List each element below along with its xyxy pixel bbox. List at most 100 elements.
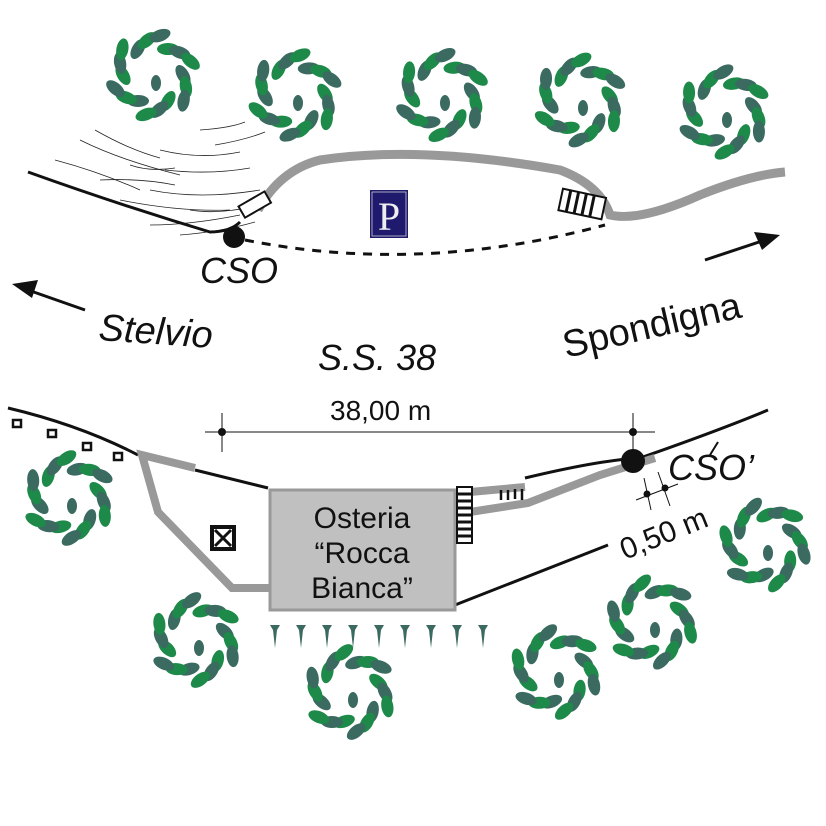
tree-leaf <box>683 81 696 104</box>
distance-38m-label: 38,00 m <box>330 395 431 426</box>
tree-leaf <box>748 84 769 100</box>
tree-icon <box>607 574 697 670</box>
tree-leaf <box>92 468 113 484</box>
tree-leaf <box>177 89 190 112</box>
svg-text:P: P <box>378 194 400 239</box>
tree-leaf <box>726 567 749 581</box>
cso-prime-pointer <box>709 441 719 456</box>
tree-leaf <box>27 469 40 492</box>
shrub-icon <box>348 625 358 648</box>
tree-leaf <box>61 530 82 546</box>
tree-leaf <box>289 48 311 63</box>
tree-leaf <box>571 52 592 68</box>
stairs-building <box>456 486 473 544</box>
cso-prime-label: CSO’ <box>668 447 755 488</box>
tree-leaf <box>607 600 620 622</box>
tree-leaf <box>226 645 239 668</box>
tree-leaf <box>257 59 270 82</box>
tree-leaf <box>744 497 762 516</box>
tree-leaf <box>679 124 700 140</box>
tree-leaf <box>135 107 157 122</box>
tree-leaf <box>515 691 537 706</box>
tree-leaf <box>182 592 202 609</box>
tree-leaf <box>217 609 239 624</box>
tree-leaf <box>468 69 488 86</box>
tree-leaf <box>322 71 342 88</box>
tree-leaf <box>633 574 652 593</box>
tree-leaf <box>797 543 811 565</box>
tree-leaf <box>468 106 481 129</box>
tree-trunk <box>554 672 564 688</box>
tree-leaf <box>587 673 601 696</box>
tree-leaf <box>713 64 734 80</box>
tree-icon <box>248 48 342 142</box>
stelvio-label: Stelvio <box>97 307 214 357</box>
tree-icon <box>106 28 200 122</box>
tree-leaf <box>605 73 626 89</box>
tree-icon <box>396 47 488 143</box>
dashed-sewer-line <box>244 223 606 256</box>
tree-leaf <box>248 102 268 119</box>
tree-leaf <box>554 702 574 720</box>
tree-leaf <box>434 47 456 63</box>
cso-prime-manhole <box>621 449 645 473</box>
tree-icon <box>306 644 394 740</box>
boundary-line <box>454 543 609 607</box>
parking-sign: P <box>370 190 408 239</box>
tree-leaf <box>308 710 330 724</box>
tree-trunk <box>151 75 161 91</box>
tree-icon <box>153 592 239 688</box>
tree-trunk <box>293 95 303 111</box>
tree-leaf <box>752 120 765 143</box>
spondigna-label: Spondigna <box>559 285 746 367</box>
building-name-line3: Bianca” <box>311 572 413 605</box>
dimension-38m <box>205 413 655 460</box>
fence-posts <box>11 418 124 462</box>
tree-trunk <box>194 640 204 656</box>
shrub-icon <box>452 625 462 648</box>
tree-leaf <box>607 110 620 133</box>
tree-leaf <box>346 723 366 740</box>
tree-leaf <box>568 132 589 148</box>
tree-leaf <box>320 108 333 131</box>
shrub-row <box>270 625 488 648</box>
tree-leaf <box>428 127 450 143</box>
tree-leaf <box>684 622 697 644</box>
tree-leaf <box>190 671 210 688</box>
tree-trunk <box>440 95 450 111</box>
tree-icon <box>679 64 769 160</box>
stairs-lower-small <box>499 489 524 500</box>
tree-leaf <box>534 111 555 127</box>
shrub-icon <box>478 625 488 648</box>
tree-leaf <box>306 666 319 689</box>
tree-leaf <box>396 104 416 121</box>
tree-leaf <box>153 656 175 671</box>
shrub-icon <box>322 625 332 648</box>
shrub-icon <box>426 625 436 648</box>
tree-leaf <box>153 612 166 635</box>
stairs-upper <box>557 187 608 221</box>
cso-label: CSO <box>200 250 278 291</box>
tree-icon <box>25 450 113 546</box>
tree-leaf <box>768 574 786 593</box>
tree-leaf <box>575 638 597 653</box>
tree-leaf <box>652 651 671 670</box>
tree-leaf <box>181 52 200 70</box>
tree-leaf <box>116 38 129 61</box>
access-path-lower-left <box>136 449 270 592</box>
slope-hatching <box>54 121 266 236</box>
embankment-line-upper-left <box>27 170 242 234</box>
tree-leaf <box>149 28 171 43</box>
embankment-line-lower <box>194 468 269 490</box>
embankment-line-lower-left <box>7 406 139 457</box>
tree-trunk <box>722 112 732 128</box>
tree-trunk <box>650 622 660 638</box>
tree-leaf <box>370 660 392 674</box>
shrub-icon <box>296 625 306 648</box>
building-name-line1: Osteria <box>314 502 411 535</box>
trees <box>25 28 811 740</box>
shrub-icon <box>400 625 410 648</box>
tree-icon <box>534 52 626 148</box>
tree-leaf <box>403 61 416 84</box>
